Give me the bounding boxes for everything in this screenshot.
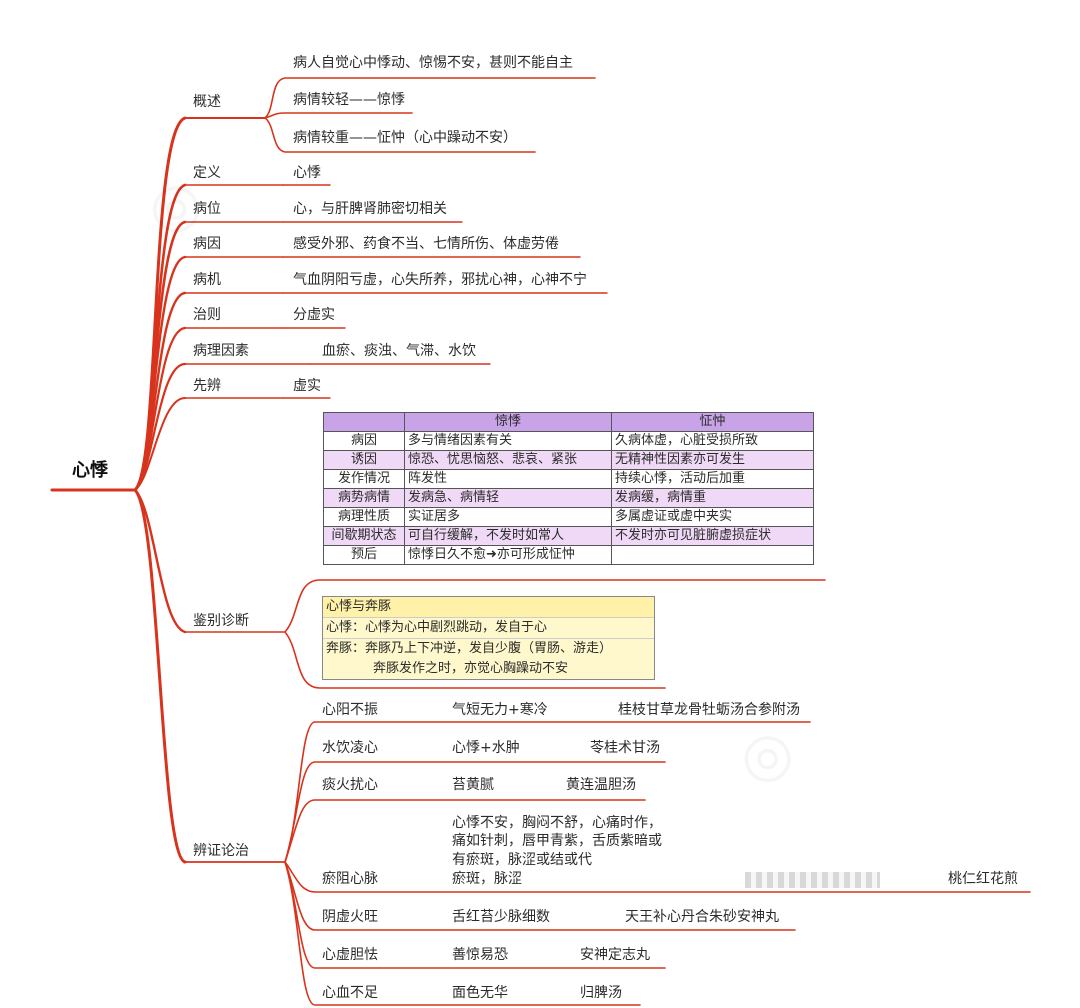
table-header: 惊悸 (404, 412, 612, 432)
table-row: 病理性质 实证居多 多属虚证或虚中夹实 (323, 507, 814, 527)
branch-definition: 定义 (193, 165, 221, 181)
table-row: 诱因 惊恐、忧思恼怒、悲哀、紧张 无精神性因素亦可发生 (323, 450, 814, 470)
overview-item: 病情较轻——惊悸 (293, 92, 405, 108)
syndrome-symptom: 心悸不安，胸闷不舒，心痛时作， (452, 815, 662, 831)
branch-location: 病位 (193, 201, 221, 217)
differential-line: 心悸：心悸为心中剧烈跳动，发自于心 (323, 617, 654, 638)
syndrome-name: 心血不足 (322, 985, 378, 1001)
table-cell: 预后 (323, 545, 405, 565)
table-cell: 发病缓，病情重 (611, 488, 814, 508)
table-row: 发作情况 阵发性 持续心悸，活动后加重 (323, 469, 814, 489)
table-cell: 多属虚证或虚中夹实 (611, 507, 814, 527)
table-row: 病因 多与情绪因素有关 久病体虚，心脏受损所致 (323, 431, 814, 451)
table-cell: 阵发性 (404, 469, 612, 489)
syndrome-symptom: 心悸+水肿 (452, 740, 520, 756)
table-row: 间歇期状态 可自行缓解，不发时如常人 不发时亦可见脏腑虚损症状 (323, 526, 814, 546)
root-topic: 心悸 (72, 460, 108, 481)
branch-value: 分虚实 (293, 307, 335, 323)
branch-pathogenesis: 病机 (193, 272, 221, 288)
table-cell: 病理性质 (323, 507, 405, 527)
branch-first-distinguish: 先辨 (193, 378, 221, 394)
table-cell: 诱因 (323, 450, 405, 470)
table-cell (611, 545, 814, 565)
table-cell: 病势病情 (323, 488, 405, 508)
syndrome-formula: 归脾汤 (580, 985, 622, 1001)
table-cell: 久病体虚，心脏受损所致 (611, 431, 814, 451)
table-header: 怔忡 (611, 412, 814, 432)
overview-item: 病人自觉心中悸动、惊惕不安，甚则不能自主 (293, 55, 573, 71)
syndrome-formula: 安神定志丸 (580, 947, 650, 963)
table-cell: 间歇期状态 (323, 526, 405, 546)
syndrome-symptom: 痛如针刺，唇甲青紫，舌质紫暗或 (452, 833, 662, 849)
branch-treatment-principle: 治则 (193, 307, 221, 323)
table-cell: 病因 (323, 431, 405, 451)
syndrome-name: 阴虚火旺 (322, 909, 378, 925)
branch-value: 心，与肝脾肾肺密切相关 (293, 201, 447, 217)
branch-syndrome-treatment: 辨证论治 (193, 843, 249, 859)
syndrome-name: 水饮凌心 (322, 740, 378, 756)
syndrome-symptom: 善惊易恐 (452, 947, 508, 963)
branch-value: 血瘀、痰浊、气滞、水饮 (322, 343, 476, 359)
differential-box: 心悸与奔豚 心悸：心悸为心中剧烈跳动，发自于心 奔豚：奔豚乃上下冲逆，发自少腹（… (322, 596, 655, 680)
syndrome-symptom: 气短无力+寒冷 (452, 702, 548, 718)
branch-overview: 概述 (193, 94, 221, 110)
table-cell: 发病急、病情轻 (404, 488, 612, 508)
branch-value: 感受外邪、药食不当、七情所伤、体虚劳倦 (293, 236, 559, 252)
table-row: 预后 惊悸日久不愈➜亦可形成怔忡 (323, 545, 814, 565)
table-cell: 惊恐、忧思恼怒、悲哀、紧张 (404, 450, 612, 470)
syndrome-symptom: 舌红苔少脉细数 (452, 909, 550, 925)
branch-cause: 病因 (193, 236, 221, 252)
table-cell: 可自行缓解，不发时如常人 (404, 526, 612, 546)
table-header (323, 412, 405, 432)
syndrome-symptom: 有瘀斑，脉涩或结或代 (452, 852, 592, 868)
table-cell: 多与情绪因素有关 (404, 431, 612, 451)
table-cell: 不发时亦可见脏腑虚损症状 (611, 526, 814, 546)
branch-differential: 鉴别诊断 (193, 613, 249, 629)
overview-item: 病情较重——怔忡（心中躁动不安） (293, 130, 517, 146)
differential-line: 奔豚发作之时，亦觉心胸躁动不安 (373, 661, 569, 676)
table-cell: 惊悸日久不愈➜亦可形成怔忡 (404, 545, 612, 565)
syndrome-formula: 天王补心丹合朱砂安神丸 (625, 909, 779, 925)
syndrome-formula: 桃仁红花煎 (948, 871, 1018, 887)
table-cell: 无精神性因素亦可发生 (611, 450, 814, 470)
syndrome-symptom: 瘀斑，脉涩 (452, 871, 522, 887)
syndrome-formula: 黄连温胆汤 (566, 777, 636, 793)
branch-value: 气血阴阳亏虚，心失所养，邪扰心神，心神不宁 (293, 272, 587, 288)
comparison-table: 惊悸 怔忡 病因 多与情绪因素有关 久病体虚，心脏受损所致 诱因 惊恐、忧思恼怒… (323, 412, 814, 565)
table-cell: 实证居多 (404, 507, 612, 527)
table-row: 病势病情 发病急、病情轻 发病缓，病情重 (323, 488, 814, 508)
syndrome-name: 心虚胆怯 (322, 947, 378, 963)
differential-line: 奔豚：奔豚乃上下冲逆，发自少腹（胃肠、游走） (323, 638, 654, 659)
syndrome-name: 痰火扰心 (322, 777, 378, 793)
syndrome-formula: 苓桂术甘汤 (590, 740, 660, 756)
syndrome-formula: 桂枝甘草龙骨牡蛎汤合参附汤 (618, 702, 800, 718)
table-cell: 发作情况 (323, 469, 405, 489)
table-cell: 持续心悸，活动后加重 (611, 469, 814, 489)
blurred-text (745, 872, 880, 888)
differential-title: 心悸与奔豚 (323, 597, 654, 617)
branch-value: 虚实 (293, 378, 321, 394)
syndrome-name: 瘀阻心脉 (322, 871, 378, 887)
branch-value: 心悸 (293, 165, 321, 181)
branch-pathological-factors: 病理因素 (193, 343, 249, 359)
syndrome-symptom: 苔黄腻 (452, 777, 494, 793)
syndrome-symptom: 面色无华 (452, 985, 508, 1001)
syndrome-name: 心阳不振 (322, 702, 378, 718)
